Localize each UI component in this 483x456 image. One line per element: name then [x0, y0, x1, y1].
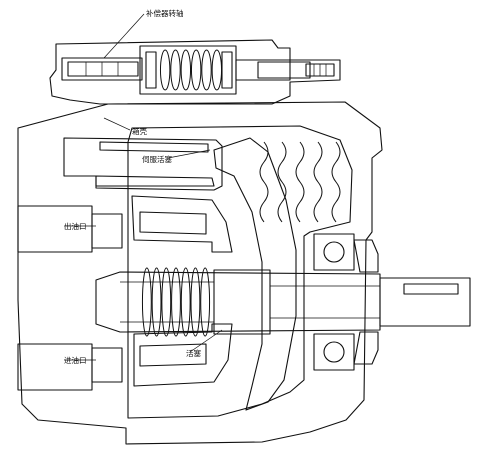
front-bearing: [313, 233, 379, 371]
spring-coil: [180, 49, 192, 91]
cylinder-block: [131, 195, 233, 387]
spring-coil: [190, 267, 201, 337]
spring-coil: [211, 49, 223, 91]
spring-coil: [331, 141, 341, 223]
spring-coil: [171, 267, 181, 337]
main-housing: [17, 101, 383, 445]
return-springs: [259, 141, 341, 223]
label-housing: 箱壳: [132, 126, 147, 136]
leader-lines: [64, 13, 223, 361]
spring-coil: [180, 267, 191, 337]
label-servo-piston: 伺服活塞: [142, 154, 172, 164]
center-spring: [141, 267, 211, 337]
spring-coil: [201, 49, 212, 91]
spring-coil: [141, 267, 152, 337]
spring-coil: [159, 49, 171, 91]
spring-coil: [190, 49, 202, 91]
label-outlet-port: 出油口: [64, 221, 87, 231]
spring-coil: [259, 141, 269, 223]
spring-coil: [200, 267, 211, 337]
spring-coil: [151, 267, 162, 337]
label-inlet-port: 进油口: [64, 355, 87, 365]
spring-coil: [313, 141, 323, 223]
spring-coil: [170, 49, 181, 91]
compensator-block: [49, 39, 341, 105]
spring-coil: [277, 141, 287, 223]
label-compensator-spool: 补偿器转轴: [146, 8, 184, 18]
compensator-spring: [159, 49, 223, 91]
drive-shaft: [95, 269, 471, 335]
spring-coil: [161, 267, 172, 337]
servo-piston: [63, 137, 223, 191]
swash-plate: [213, 137, 297, 411]
spring-coil: [295, 141, 305, 223]
label-piston: 活塞: [186, 348, 201, 358]
port-blocks: [17, 205, 123, 391]
